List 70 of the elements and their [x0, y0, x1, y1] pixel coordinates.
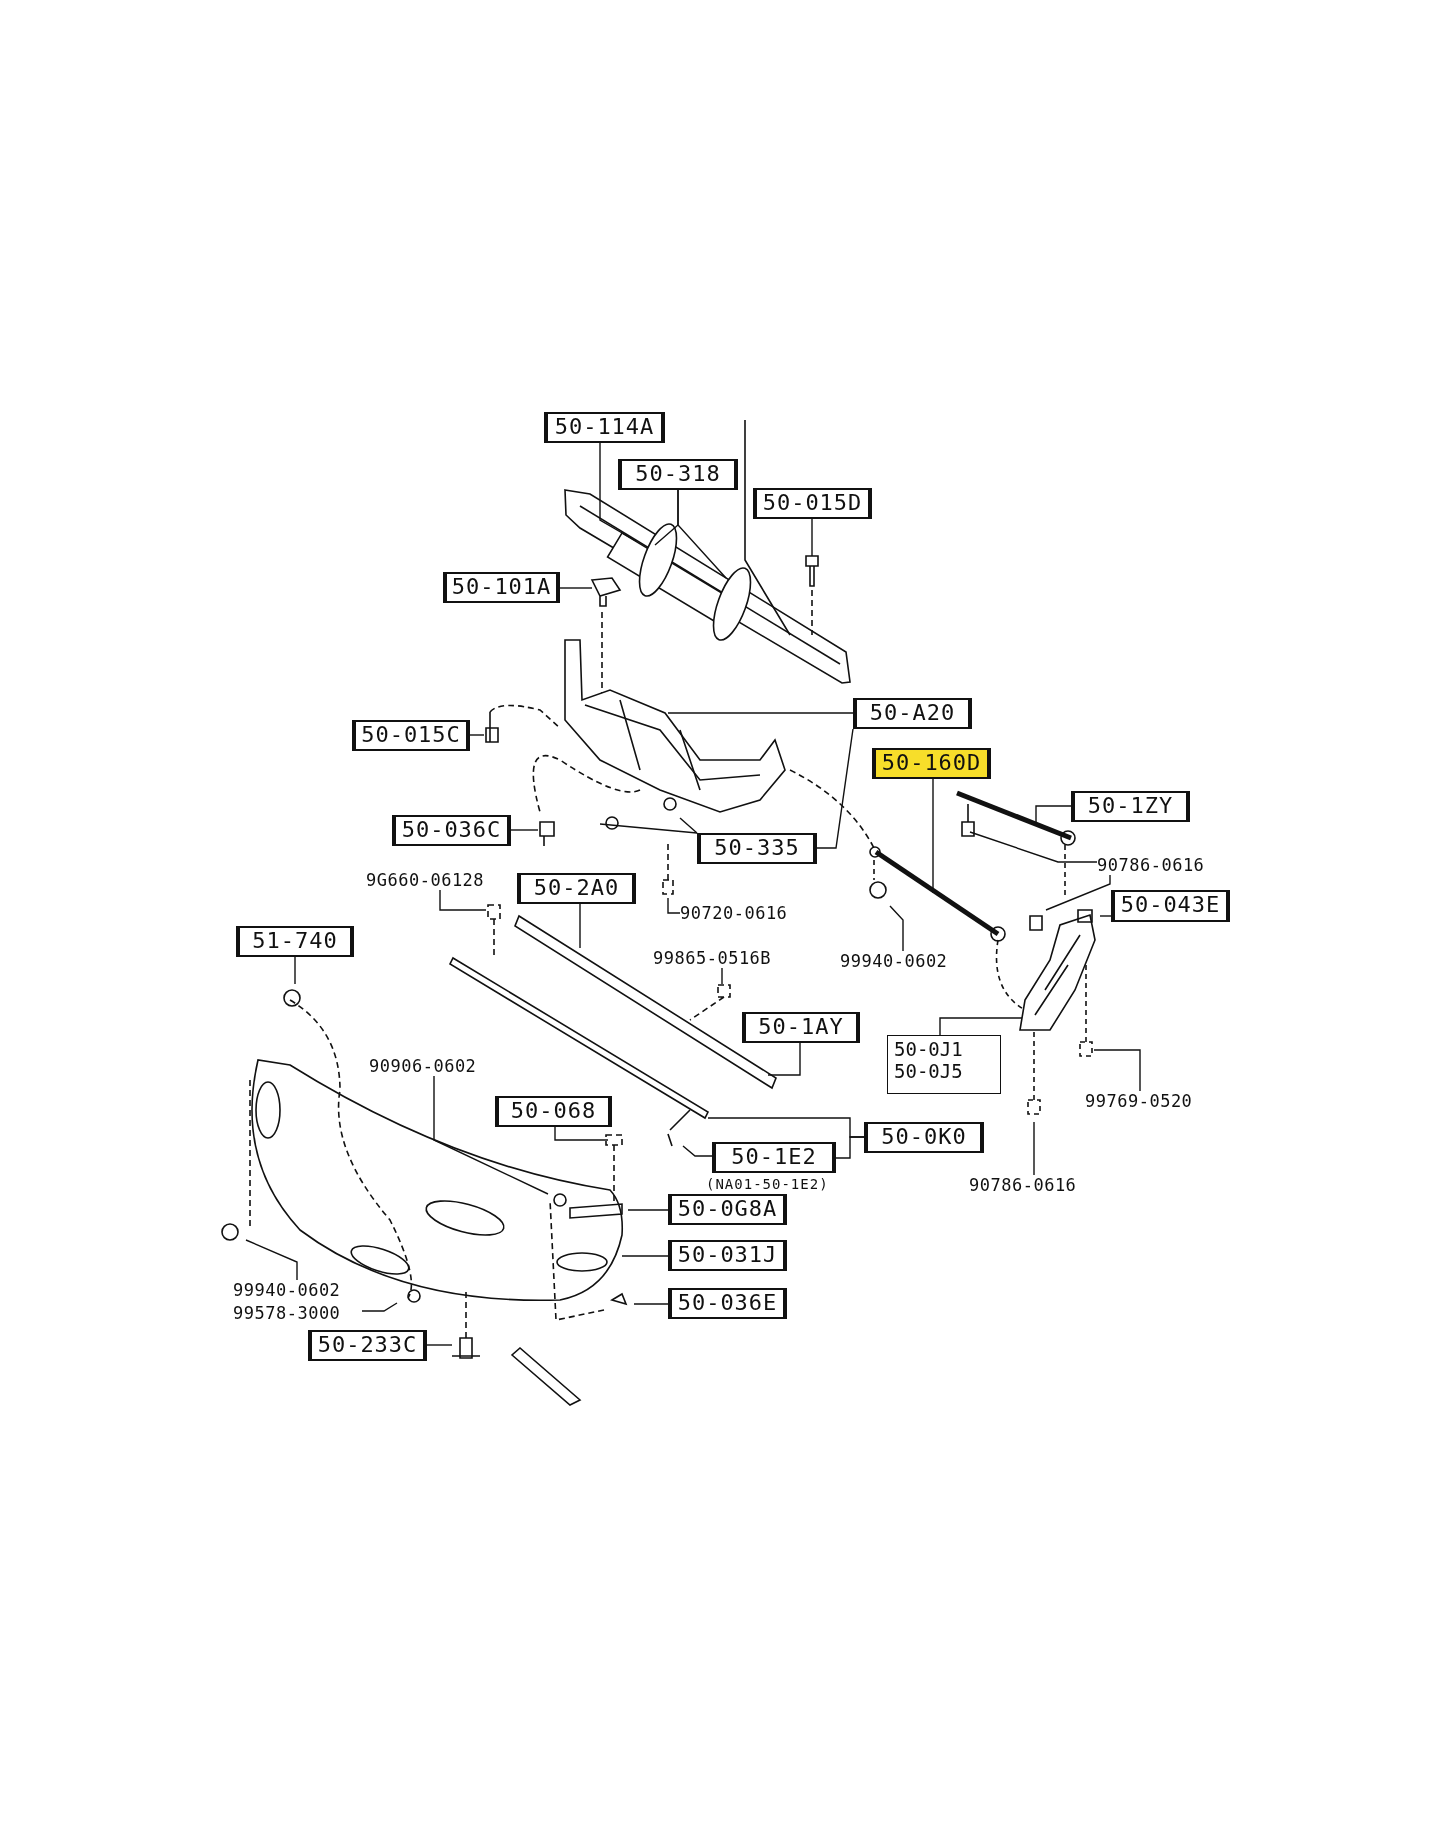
- leader-line: [1093, 1049, 1141, 1092]
- leader-line: [621, 1255, 669, 1257]
- part-number-label: 50-318: [618, 459, 738, 490]
- part-number-label: 50-A20: [853, 698, 972, 729]
- part-number: 99578-3000: [233, 1303, 341, 1323]
- part-number: 99769-0520: [1085, 1091, 1193, 1111]
- leader-line: [932, 778, 934, 894]
- part-number: 99940-0602: [840, 951, 948, 971]
- part-number-label: 50-1ZY: [1071, 791, 1190, 822]
- leader-line: [599, 442, 637, 542]
- leader-line: [433, 1075, 549, 1195]
- highlighted-part-number-label: 50-160D: [872, 748, 991, 779]
- leader-line: [554, 1126, 609, 1141]
- part-number: 50-0J1: [894, 1038, 964, 1060]
- part-number: 99940-0602: [233, 1280, 341, 1300]
- part-number-label: 50-0K0: [864, 1122, 984, 1153]
- part-number: 50-0J5: [894, 1060, 964, 1082]
- part-number: 90720-0616: [680, 903, 788, 923]
- part-note: (NA01-50-1E2): [706, 1176, 829, 1192]
- part-number-label: 50-114A: [544, 412, 665, 443]
- leader-line: [633, 1303, 669, 1305]
- leader-line: [767, 1042, 801, 1076]
- leader-line: [510, 829, 539, 831]
- leader-line: [939, 1017, 1023, 1036]
- leader-line: [426, 1344, 453, 1346]
- part-number-label: 51-740: [236, 926, 354, 957]
- part-number-label: 50-1AY: [742, 1012, 860, 1043]
- leader-line: [667, 712, 854, 714]
- leader-line: [245, 1239, 298, 1281]
- part-number-label: 50-043E: [1111, 890, 1230, 922]
- leader-line: [816, 728, 854, 849]
- leader-line: [1045, 874, 1111, 911]
- leader-line: [835, 1136, 865, 1159]
- leader-line: [811, 518, 813, 557]
- part-number-label: 50-101A: [443, 572, 560, 603]
- part-number: 90906-0602: [369, 1056, 477, 1076]
- leader-line: [559, 587, 593, 589]
- leader-line: [627, 1209, 669, 1211]
- leader-line: [889, 905, 904, 952]
- leader-line: [1099, 915, 1112, 917]
- part-number-box: [887, 1035, 1001, 1094]
- part-number-label: 50-335: [697, 833, 817, 864]
- part-number-label: 50-031J: [668, 1240, 787, 1271]
- leader-line: [469, 734, 485, 736]
- leader-line: [439, 889, 487, 911]
- leader-line: [599, 823, 698, 834]
- part-number-label: 50-068: [495, 1096, 612, 1127]
- part-number-label: 50-036C: [392, 815, 511, 846]
- leader-line: [1035, 805, 1072, 823]
- part-number-label: 50-2A0: [517, 873, 636, 904]
- leader-line: [667, 897, 681, 914]
- part-number: 99865-0516B: [653, 948, 772, 968]
- leader-line: [294, 956, 296, 985]
- leader-line: [1033, 1121, 1035, 1176]
- part-number-label: 50-233C: [308, 1330, 427, 1361]
- leader-line: [361, 1302, 398, 1312]
- part-number-label: 50-015D: [753, 488, 872, 519]
- leader-line: [721, 967, 723, 985]
- leader-line: [677, 489, 727, 579]
- part-number-label: 50-015C: [352, 720, 470, 751]
- part-number: 90786-0616: [969, 1175, 1077, 1195]
- leader-line: [969, 831, 1098, 863]
- part-number-label: 50-036E: [668, 1288, 787, 1319]
- part-number-label: 50-0G8A: [668, 1194, 787, 1225]
- part-number-label: 50-1E2: [712, 1142, 836, 1173]
- part-number: 9G660-06128: [366, 870, 485, 890]
- leader-line: [579, 903, 581, 949]
- leader-line: [679, 817, 698, 834]
- part-number: 90786-0616: [1097, 855, 1205, 875]
- leader-line: [682, 1145, 713, 1157]
